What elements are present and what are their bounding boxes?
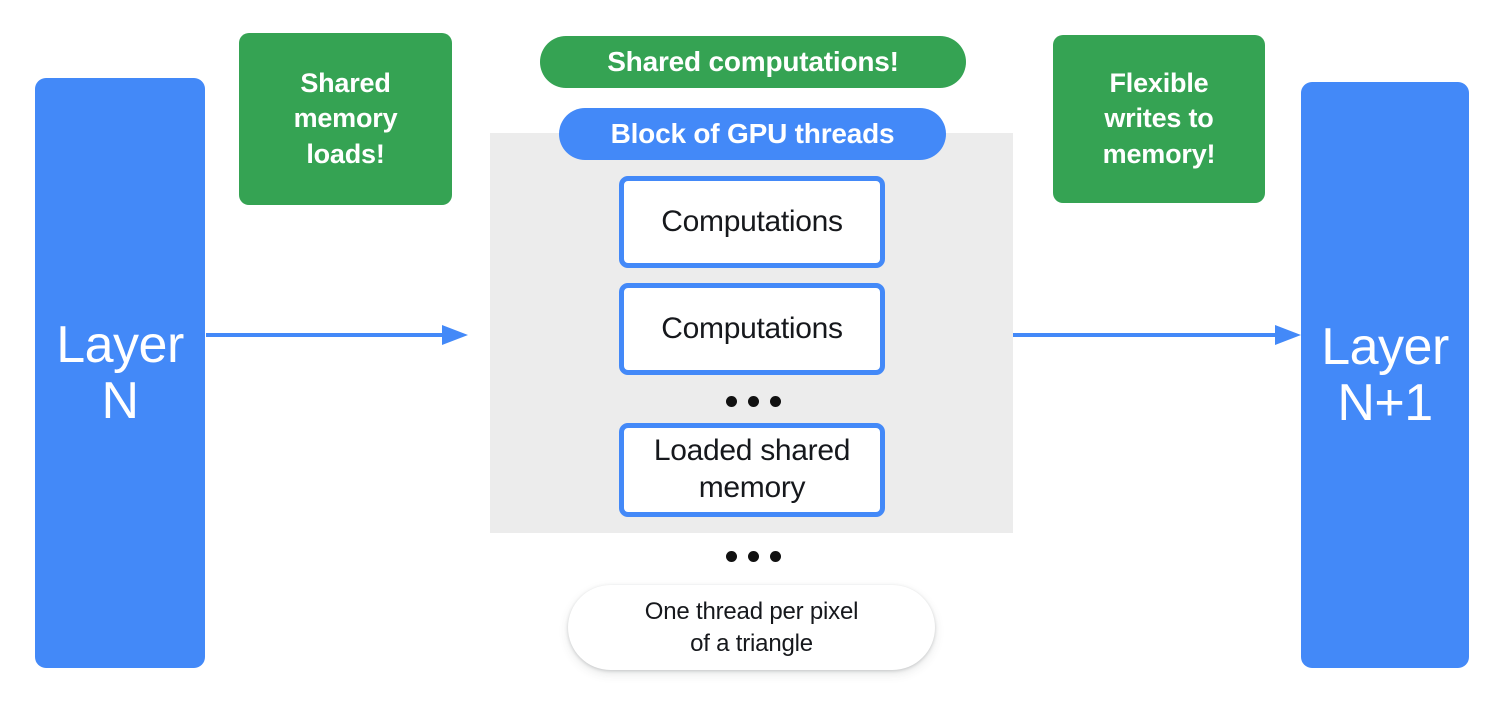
callout-shared-computations: Shared computations! [540, 36, 966, 88]
layer-n-plus-1-box: Layer N+1 [1301, 82, 1469, 668]
arrow-block-to-layer-n1 [1013, 322, 1301, 348]
arrow-layer-n-to-block [206, 322, 468, 348]
thread-card: Computations [619, 283, 885, 375]
block-of-gpu-threads-label: Block of GPU threads [559, 108, 946, 160]
thread-card: Computations [619, 176, 885, 268]
callout-shared-memory-loads: Shared memory loads! [239, 33, 452, 205]
dot-icon [748, 396, 759, 407]
outer-ellipsis-icon [726, 551, 781, 562]
callout-flexible-writes-to-memory: Flexible writes to memory! [1053, 35, 1265, 203]
dot-icon [748, 551, 759, 562]
dot-icon [770, 551, 781, 562]
inner-ellipsis-icon [726, 396, 781, 407]
layer-n-box: Layer N [35, 78, 205, 668]
dot-icon [726, 551, 737, 562]
one-thread-per-pixel-note: One thread per pixel of a triangle [568, 585, 935, 670]
dot-icon [770, 396, 781, 407]
thread-card: Loaded shared memory [619, 423, 885, 517]
dot-icon [726, 396, 737, 407]
